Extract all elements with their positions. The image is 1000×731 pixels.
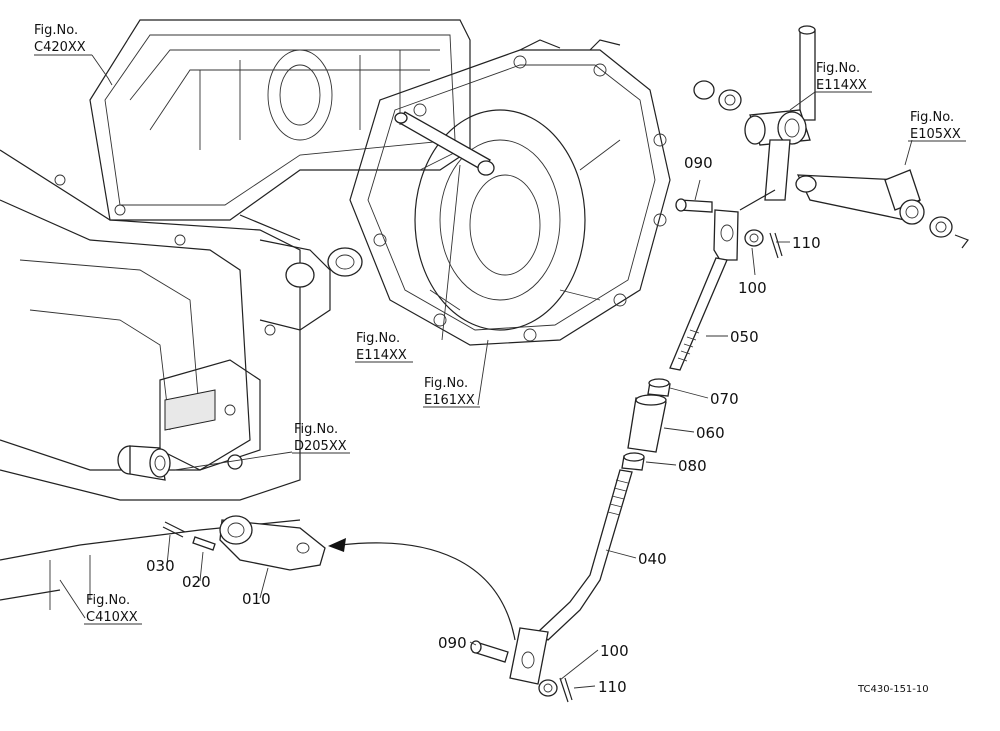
figure-ref-c420: Fig.No. C420XX — [34, 23, 92, 56]
clutch-housing-illustration — [349, 39, 671, 346]
lower-rod-illustration — [537, 469, 633, 641]
part-label-090-top: 090 — [684, 154, 713, 172]
figure-ref-code: D205XX — [294, 439, 347, 454]
bottom-clevis-illustration — [470, 627, 573, 703]
part-label-050: 050 — [730, 328, 759, 346]
part-label-100-bottom: 100 — [600, 642, 629, 660]
part-label-110-bottom: 110 — [598, 678, 627, 696]
upper-rod-illustration — [669, 257, 728, 371]
part-label-010: 010 — [242, 590, 271, 608]
figure-ref-c410: Fig.No. C410XX — [84, 593, 142, 625]
figure-ref-prefix: Fig.No. — [910, 110, 954, 125]
figure-ref-e105: Fig.No. E105XX — [908, 110, 966, 142]
part-label-020: 020 — [182, 573, 211, 591]
part-label-030: 030 — [146, 557, 175, 575]
figure-ref-prefix: Fig.No. — [356, 331, 400, 346]
leader-lines — [59, 54, 913, 689]
lever-illustration — [162, 515, 326, 571]
figure-ref-e161: Fig.No. E161XX — [423, 376, 480, 408]
figure-ref-e114-mid: Fig.No. E114XX — [355, 331, 413, 363]
top-clevis-illustration — [675, 198, 783, 261]
part-label-090-bottom: 090 — [438, 634, 467, 652]
figure-ref-prefix: Fig.No. — [34, 23, 78, 38]
figure-ref-code: E161XX — [424, 393, 475, 408]
part-label-070: 070 — [710, 390, 739, 408]
transmission-case-illustration — [0, 19, 471, 610]
drawing-code: TC430-151-10 — [857, 684, 929, 695]
figure-ref-e114-top: Fig.No. E114XX — [815, 61, 872, 93]
assembly-direction-arrow — [328, 538, 516, 641]
figure-ref-prefix: Fig.No. — [86, 593, 130, 608]
figure-ref-code: C410XX — [86, 610, 138, 625]
part-label-040: 040 — [638, 550, 667, 568]
figure-ref-prefix: Fig.No. — [424, 376, 468, 391]
figure-ref-code: C420XX — [34, 40, 86, 55]
figure-ref-code: E114XX — [356, 348, 407, 363]
part-label-100-top: 100 — [738, 279, 767, 297]
figure-ref-d205: Fig.No. D205XX — [292, 422, 350, 454]
part-label-060: 060 — [696, 424, 725, 442]
figure-ref-prefix: Fig.No. — [294, 422, 338, 437]
turnbuckle-illustration — [621, 378, 671, 471]
figure-ref-code: E105XX — [910, 127, 961, 142]
part-label-080: 080 — [678, 457, 707, 475]
fork-arm-illustration — [693, 25, 969, 249]
part-label-110-top: 110 — [792, 234, 821, 252]
figure-ref-code: E114XX — [816, 78, 867, 93]
figure-ref-prefix: Fig.No. — [816, 61, 860, 76]
